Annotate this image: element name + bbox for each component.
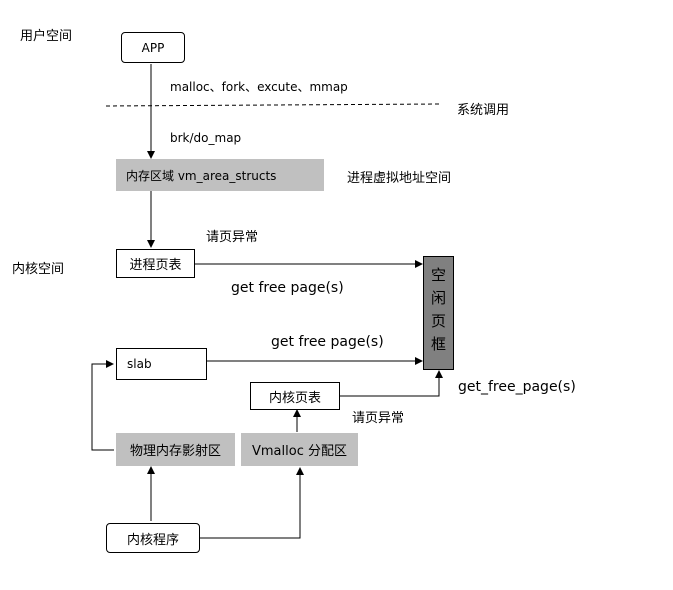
app-node: APP — [121, 32, 185, 63]
get-free-page-label-3: get_free_page(s) — [458, 379, 576, 395]
arrow-kernel-program-to-vmalloc — [200, 467, 304, 539]
phys-mem-map-node: 物理内存影射区 — [116, 433, 235, 466]
vm-area-node-label: 内存区域 vm_area_structs — [126, 168, 277, 183]
app-node-label: APP — [141, 40, 165, 55]
process-vaddr-label: 进程虚拟地址空间 — [347, 171, 452, 186]
syscalls-label: malloc、fork、excute、mmap — [170, 80, 348, 94]
kernel-program-node: 内核程序 — [106, 523, 200, 553]
process-page-table-node: 进程页表 — [116, 249, 195, 278]
get-free-page-label-2: get free page(s) — [271, 334, 384, 350]
vmalloc-label: Vmalloc 分配区 — [252, 444, 347, 459]
brk-label: brk/do_map — [170, 131, 242, 145]
syscall-boundary-line — [105, 103, 441, 107]
vmalloc-node: Vmalloc 分配区 — [241, 433, 358, 466]
free-page-frame-label: 空闲页框 — [429, 267, 447, 359]
kernel-program-label: 内核程序 — [126, 532, 179, 548]
kernel-page-table-node: 内核页表 — [250, 382, 340, 410]
free-page-frame-node: 空闲页框 — [423, 256, 454, 370]
syscall-label: 系统调用 — [457, 103, 510, 118]
page-fault-label-2: 请页异常 — [352, 411, 405, 426]
slab-node: slab — [116, 348, 207, 380]
slab-node-label: slab — [127, 357, 152, 371]
process-page-table-label: 进程页表 — [129, 258, 182, 273]
user-space-label: 用户空间 — [20, 29, 73, 44]
arrow-phys-map-to-slab — [91, 360, 114, 451]
page-fault-label-1: 请页异常 — [206, 230, 259, 245]
phys-mem-map-label: 物理内存影射区 — [129, 444, 221, 459]
vm-area-node: 内存区域 vm_area_structs — [116, 159, 324, 191]
arrow-kernel-page-table-to-frame — [340, 370, 443, 397]
kernel-page-table-label: 内核页表 — [268, 390, 321, 406]
get-free-page-label-1: get free page(s) — [231, 280, 344, 296]
kernel-space-label: 内核空间 — [12, 262, 65, 277]
